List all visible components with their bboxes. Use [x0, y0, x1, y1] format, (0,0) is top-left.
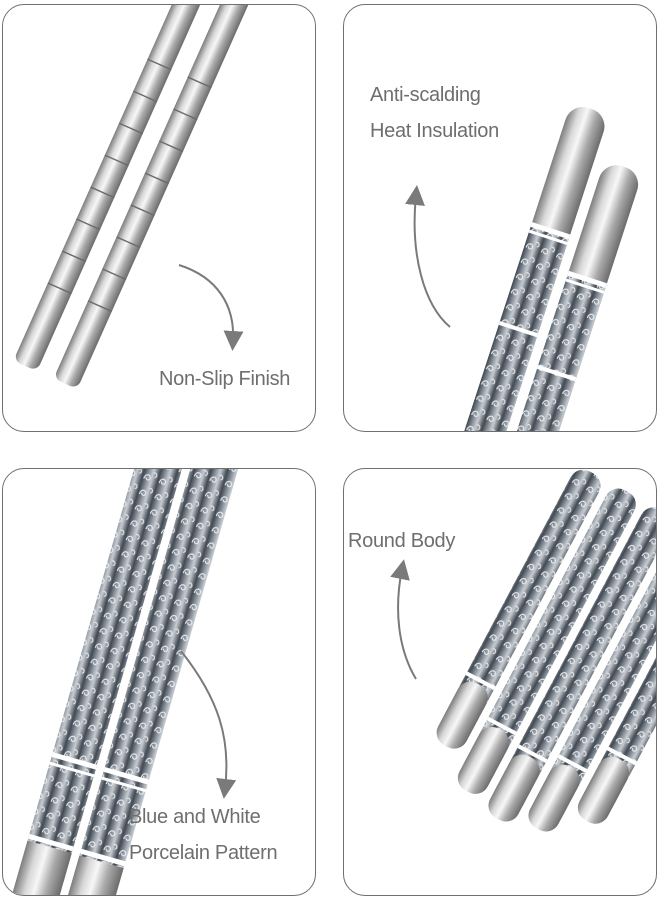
chopsticks-steel-image: [15, 5, 250, 387]
panel-round-body: Round Body: [343, 468, 657, 896]
caption-non-slip: Non-Slip Finish: [159, 368, 291, 390]
panel-porcelain-pattern: Blue and White Porcelain Pattern: [2, 468, 316, 896]
arrow-down-icon: [180, 650, 237, 799]
caption-round-body: Round Body: [348, 530, 456, 552]
chopsticks-pattern-image: [5, 469, 243, 895]
panel-anti-scalding: Anti-scalding Heat Insulation: [343, 4, 657, 432]
arrow-down-icon: [178, 264, 244, 351]
arrow-up-icon: [405, 185, 451, 328]
chopsticks-bundle-image: [390, 469, 656, 832]
arrow-up-icon: [390, 559, 417, 680]
caption-anti-scalding: Anti-scalding Heat Insulation: [370, 84, 499, 142]
caption-porcelain-pattern: Blue and White Porcelain Pattern: [129, 806, 278, 864]
panel-non-slip: Non-Slip Finish: [2, 4, 316, 432]
chopsticks-tips-image: [405, 107, 639, 431]
